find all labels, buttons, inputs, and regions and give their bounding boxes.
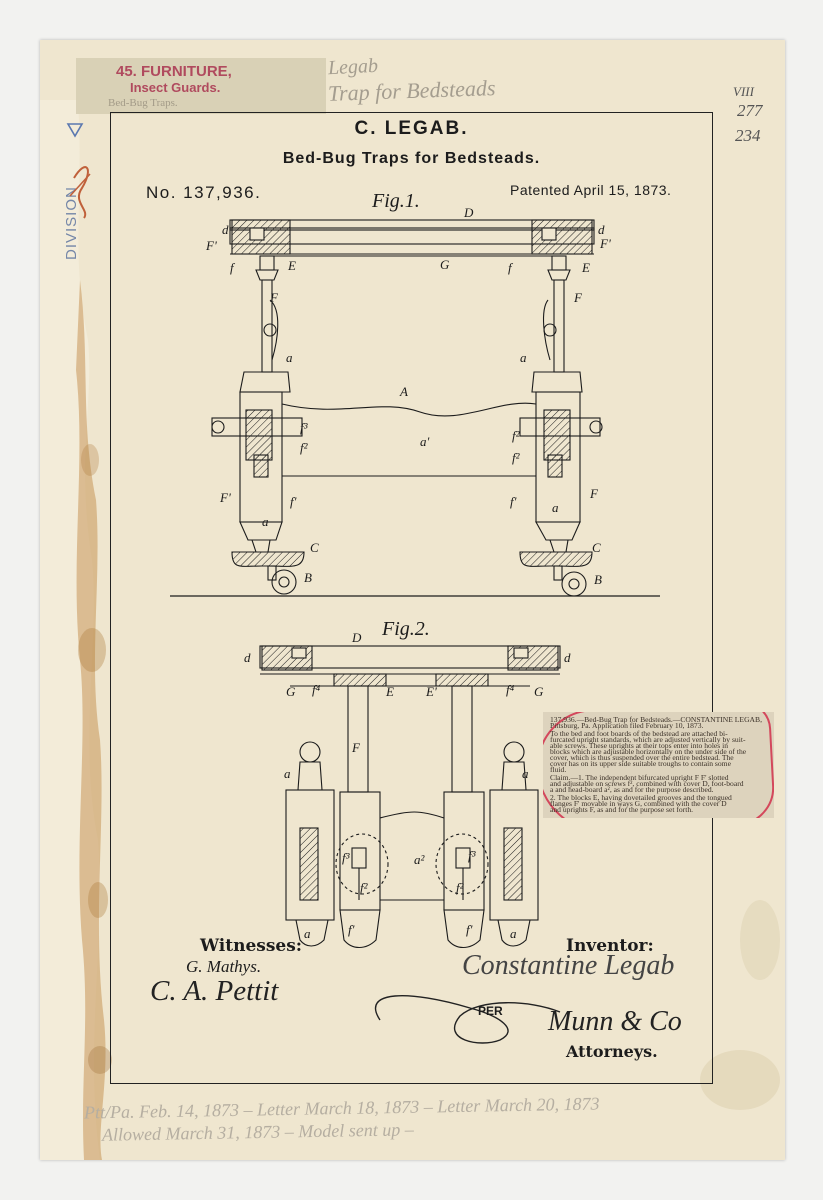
stamp-subcategory: Insect Guards. — [130, 80, 221, 95]
pencil-ref-mid: 277 — [737, 101, 763, 120]
label-D: D — [352, 630, 362, 645]
label-F1: F' — [220, 490, 231, 505]
label-a: a — [510, 926, 517, 941]
attorney-flourish — [374, 995, 561, 1044]
label-f2: f² — [360, 880, 368, 895]
label-A: A — [400, 384, 408, 399]
per-label: PER — [478, 1004, 503, 1018]
label-f: f — [508, 260, 512, 275]
label-f2: f² — [512, 450, 520, 465]
label-d: d — [564, 650, 571, 665]
patent-inventor-heading: C. LEGAB. — [354, 118, 469, 139]
label-a2: a² — [414, 852, 425, 867]
label-a: a — [522, 766, 529, 781]
witnesses-label: Witnesses: — [200, 936, 303, 956]
label-a: a — [304, 926, 311, 941]
label-F: F — [590, 486, 598, 501]
label-f1: f' — [348, 922, 355, 937]
stamp-category: 45. FURNITURE, — [116, 63, 232, 80]
label-E: E — [386, 684, 394, 699]
label-B: B — [304, 570, 312, 585]
label-f1: f' — [290, 494, 297, 509]
label-E: E — [582, 260, 590, 275]
clipping-line: fluid. — [550, 765, 567, 774]
stamp-faint-line: Bed-Bug Traps. — [108, 97, 178, 109]
label-f3: f³ — [468, 848, 476, 863]
label-a: a — [552, 500, 559, 515]
label-D: D — [464, 205, 474, 220]
clipping-line: blocks which are adjustable horizontally… — [550, 747, 747, 756]
clipping-line: and uprights F, as and for the purpose s… — [550, 805, 694, 814]
clipping-line: Pittsburg, Pa. Application filed Februar… — [550, 721, 704, 730]
label-f1: f' — [510, 494, 517, 509]
inventor-label: Inventor: — [566, 936, 654, 956]
figure-1-drawing — [170, 219, 660, 597]
label-G: G — [286, 684, 296, 699]
clipping-line: Claim.—1. The independent bifurcated upr… — [550, 773, 729, 782]
label-f4: f⁴ — [506, 682, 515, 697]
label-E: E — [288, 258, 296, 273]
label-a: a — [286, 350, 293, 365]
label-d: d — [244, 650, 251, 665]
clipping-line: To the bed and foot boards of the bedste… — [550, 729, 728, 738]
clipping-line: able screws. These uprights at their top… — [550, 741, 729, 750]
clipping-line: cover has on its upper side suitable tro… — [550, 759, 731, 768]
label-G: G — [534, 684, 544, 699]
gazette-clipping: 137,936.—Bed-Bug Trap for Bedsteads.—CON… — [543, 712, 774, 818]
label-E1: E' — [426, 684, 437, 699]
label-C: C — [592, 540, 601, 555]
clipping-line: 2. The blocks E, having dovetailed groov… — [550, 793, 732, 802]
figure-2-label: Fig.2. — [382, 618, 430, 640]
label-f4: f⁴ — [312, 682, 321, 697]
label-a: a — [284, 766, 291, 781]
clipping-line: furcated upright standards, which are ad… — [550, 735, 746, 744]
label-d: d — [222, 222, 229, 237]
label-f2: f² — [456, 880, 464, 895]
witness-1-signature: G. Mathys. — [186, 957, 262, 976]
pencil-ref-bottom: 234 — [735, 126, 761, 145]
inventor-signature: Constantine Legab — [462, 950, 675, 981]
clipping-line: and adjustable on screws f², combined wi… — [550, 779, 744, 788]
label-f3: f³ — [300, 420, 308, 435]
label-f3: f³ — [342, 850, 350, 865]
label-F: F — [352, 740, 360, 755]
attorney-signature: Munn & Co — [548, 1006, 682, 1037]
witness-2-signature: C. A. Pettit — [150, 975, 279, 1007]
label-d: d — [598, 222, 605, 237]
label-f: f — [230, 260, 234, 275]
label-f2: f² — [300, 440, 308, 455]
label-C: C — [310, 540, 319, 555]
label-G: G — [440, 257, 450, 272]
label-F1: F' — [206, 238, 217, 253]
clipping-line: a and head-board a², as and for the purp… — [550, 785, 714, 794]
drawing-frame — [110, 112, 713, 1084]
age-stains — [40, 100, 780, 1160]
label-F: F — [574, 290, 582, 305]
label-B: B — [594, 572, 602, 587]
label-F1: F' — [600, 236, 611, 251]
figure-2-drawing — [259, 645, 561, 949]
label-a: a — [520, 350, 527, 365]
pencil-ref-top: VIII — [733, 84, 754, 99]
label-F: F — [270, 290, 278, 305]
label-a: a — [262, 514, 269, 529]
figure-1-label: Fig.1. — [372, 190, 420, 212]
classification-stamp-backing — [76, 58, 326, 114]
attorneys-label: Attorneys. — [566, 1042, 658, 1061]
patent-number: No. 137,936. — [146, 183, 262, 202]
label-f2: f² — [512, 428, 520, 443]
clipping-line: cover, which is thus suspended over the … — [550, 753, 734, 762]
clipping-line: flanges F' movable in ways G, combined w… — [550, 799, 727, 808]
margin-marks — [66, 123, 91, 219]
patent-title: Bed-Bug Traps for Bedsteads. — [282, 150, 541, 167]
clipping-line: 137,936.—Bed-Bug Trap for Bedsteads.—CON… — [550, 715, 763, 724]
label-f1: f' — [466, 922, 473, 937]
label-a1: a' — [420, 434, 430, 449]
patent-date: Patented April 15, 1873. — [510, 182, 672, 198]
